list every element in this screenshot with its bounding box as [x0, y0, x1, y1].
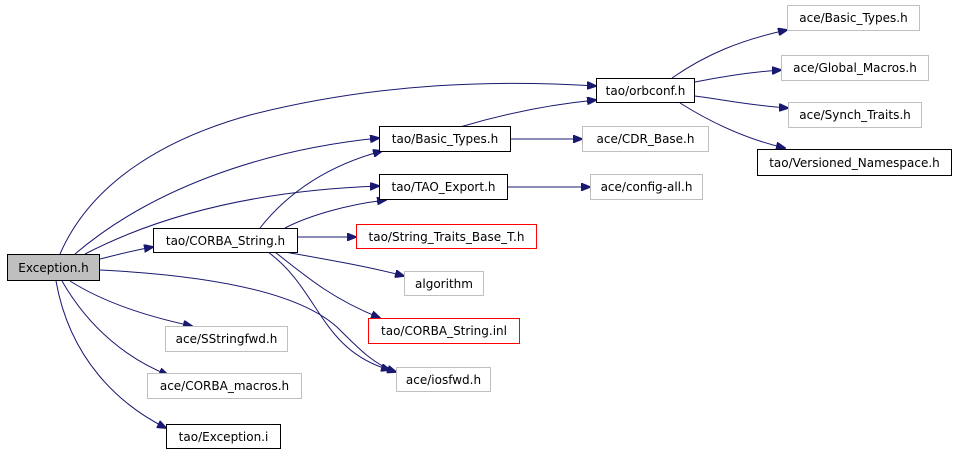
- node-ace-corba-macros-h[interactable]: ace/CORBA_macros.h: [147, 373, 302, 399]
- edge-corba-string-to-basic-types: [259, 151, 382, 229]
- edge-orbconf-to-global-macros: [694, 70, 781, 83]
- edge-exception-to-orbconf: [59, 83, 596, 255]
- edge-exception-to-basic-types: [74, 138, 379, 255]
- edge-exception-to-corba-macros: [61, 280, 168, 375]
- node-ace-basic-types-h[interactable]: ace/Basic_Types.h: [787, 5, 920, 31]
- edge-corba-string-to-iosfwd: [267, 251, 390, 370]
- node-ace-global-macros-h[interactable]: ace/Global_Macros.h: [781, 55, 929, 81]
- edge-exception-to-iosfwd: [99, 269, 396, 372]
- edge-orbconf-to-synch-traits: [694, 95, 788, 108]
- edge-exception-to-tao-export: [84, 186, 379, 255]
- node-tao-string-traits-base-t-h[interactable]: tao/String_Traits_Base_T.h: [356, 224, 537, 249]
- node-algorithm[interactable]: algorithm: [404, 271, 484, 296]
- node-tao-versioned-namespace-h[interactable]: tao/Versioned_Namespace.h: [757, 149, 952, 176]
- edge-orbconf-to-ace-basic-types: [671, 30, 787, 79]
- node-ace-iosfwd-h[interactable]: ace/iosfwd.h: [396, 367, 491, 392]
- edge-exception-to-exception-i: [55, 280, 166, 428]
- node-tao-corba-string-inl[interactable]: tao/CORBA_String.inl: [368, 318, 520, 344]
- node-ace-sstringfwd-h[interactable]: ace/SStringfwd.h: [165, 326, 288, 352]
- edge-corba-string-to-algorithm: [284, 251, 404, 276]
- node-tao-basic-types-h[interactable]: tao/Basic_Types.h: [379, 126, 511, 152]
- edge-orbconf-to-versioned-namespace: [679, 102, 785, 148]
- edge-corba-string-to-tao-export: [284, 200, 386, 229]
- node-tao-orbconf-h[interactable]: tao/orbconf.h: [596, 78, 695, 103]
- node-exception-h[interactable]: Exception.h: [7, 254, 100, 281]
- node-tao-corba-string-h[interactable]: tao/CORBA_String.h: [153, 228, 298, 253]
- edge-basic-types-to-orbconf: [459, 100, 596, 128]
- node-ace-cdr-base-h[interactable]: ace/CDR_Base.h: [582, 126, 709, 152]
- edge-exception-to-corba-string: [99, 247, 153, 260]
- node-ace-synch-traits-h[interactable]: ace/Synch_Traits.h: [788, 102, 922, 128]
- node-ace-config-all-h[interactable]: ace/config-all.h: [590, 174, 703, 200]
- node-tao-tao-export-h[interactable]: tao/TAO_Export.h: [379, 174, 508, 200]
- edge-exception-to-sstringfwd: [69, 280, 192, 326]
- node-tao-exception-i[interactable]: tao/Exception.i: [166, 424, 281, 449]
- edge-corba-string-to-corba-string-inl: [274, 251, 380, 318]
